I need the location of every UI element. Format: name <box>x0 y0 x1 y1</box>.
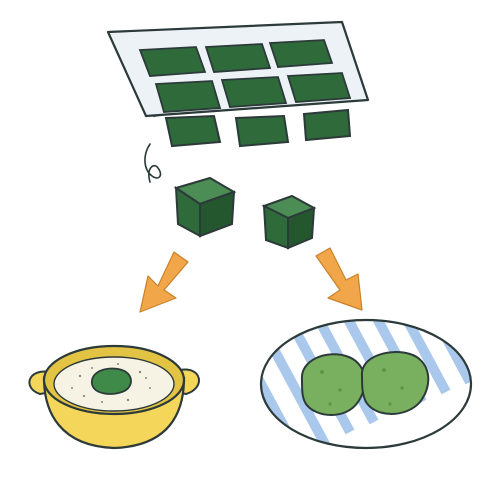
tray-compartments <box>138 39 352 113</box>
arrow-down-right-icon <box>315 247 363 311</box>
melting-cube-icon <box>91 367 132 395</box>
patty-texture <box>320 368 404 406</box>
frozen-cube-icon <box>173 176 237 238</box>
tray-cube <box>268 39 334 68</box>
tray-cube <box>286 72 352 103</box>
tray-cube <box>220 76 288 108</box>
soup-bowl-icon <box>28 344 200 450</box>
arrow-down-left-icon <box>139 251 189 313</box>
plate-rim <box>259 318 473 450</box>
tray-cube <box>138 46 207 77</box>
ice-cube-tray-icon <box>106 20 370 148</box>
striped-plate-icon <box>259 318 473 450</box>
tray-cube <box>204 43 272 73</box>
frozen-cube-icon <box>261 194 317 250</box>
tray-cube-bottoms <box>146 91 352 148</box>
patty-icon <box>360 351 430 415</box>
patty-icon <box>300 353 366 416</box>
motion-squiggle-icon <box>144 143 162 183</box>
tray-cube <box>154 80 222 113</box>
soup-speckles <box>71 363 151 403</box>
